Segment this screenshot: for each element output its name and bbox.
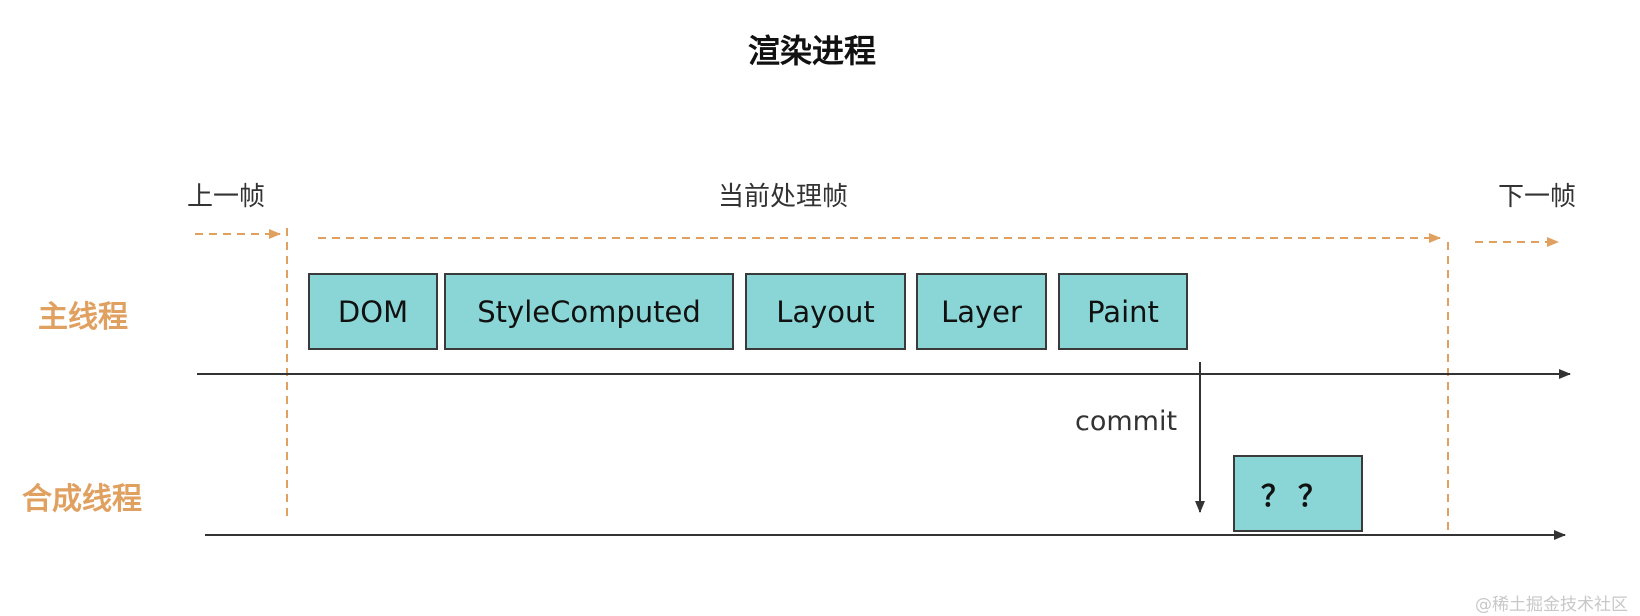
- current-frame-label: 当前处理帧: [718, 182, 849, 212]
- main-thread-label: 主线程: [38, 300, 128, 335]
- prev-frame-label: 上一帧: [187, 182, 266, 212]
- task-dom: DOM: [308, 273, 438, 350]
- task-paint: Paint: [1058, 273, 1188, 350]
- task-layer: Layer: [916, 273, 1047, 350]
- diagram-title: 渲染进程: [748, 32, 877, 70]
- commit-label: commit: [1075, 406, 1178, 437]
- compositor-thread-label: 合成线程: [22, 482, 142, 517]
- compositor-task-unknown: ？？: [1233, 455, 1363, 532]
- next-frame-label: 下一帧: [1498, 182, 1577, 212]
- watermark: @稀土掘金技术社区: [1475, 595, 1628, 615]
- task-layout: Layout: [745, 273, 906, 350]
- task-style-computed: StyleComputed: [444, 273, 734, 350]
